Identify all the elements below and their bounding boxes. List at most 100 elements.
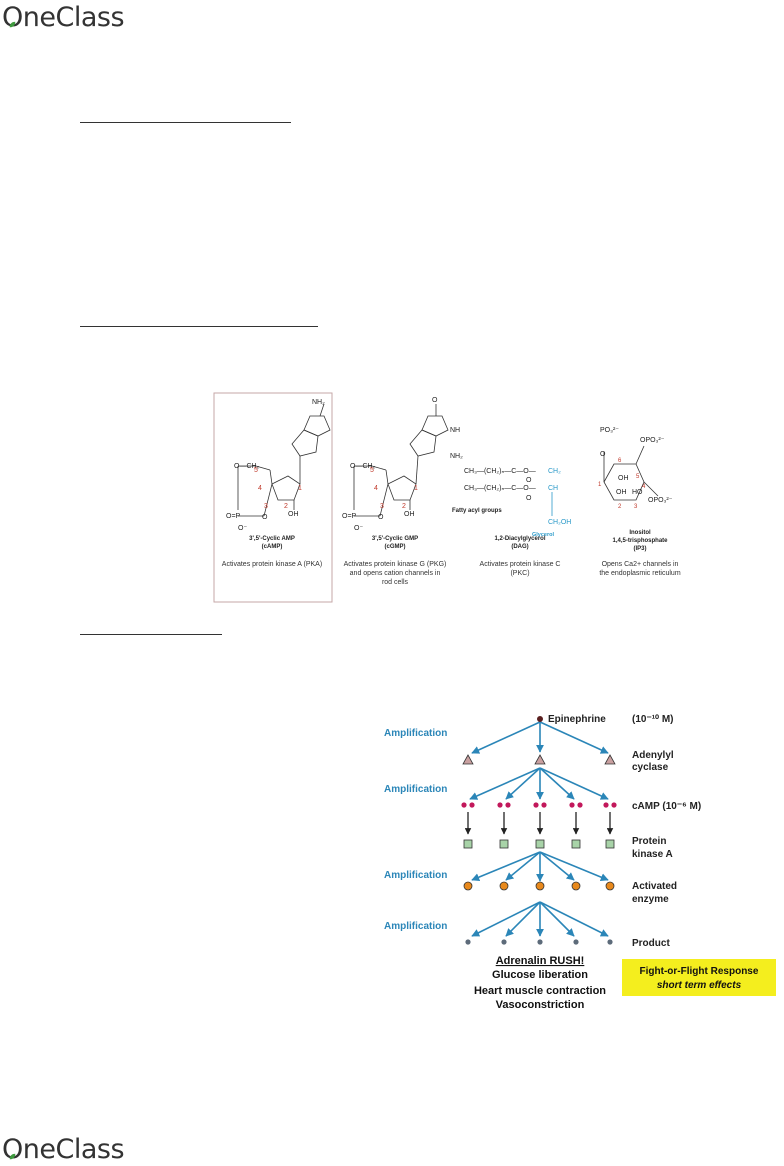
effect-vasoconstriction: Vasoconstriction	[496, 999, 585, 1011]
svg-text:O=P: O=P	[342, 513, 357, 520]
effect-heart-muscle: Heart muscle contraction	[474, 985, 606, 997]
svg-text:OH: OH	[616, 489, 627, 496]
amplification-label-2: Amplification	[384, 784, 447, 795]
svg-text:O: O	[432, 397, 438, 404]
ip3-name: Inositol	[629, 530, 651, 536]
svg-text:O: O	[262, 514, 268, 521]
cgmp-caption-line-1: Activates protein kinase G (PKG)	[344, 561, 447, 568]
activated-enzyme-nodes	[463, 881, 615, 891]
svg-text:4: 4	[258, 485, 262, 492]
cgmp-name: 3',5'-Cyclic GMP	[372, 536, 418, 542]
amplification-label-1: Amplification	[384, 728, 447, 739]
effect-glucose-liberation: Glucose liberation	[492, 969, 588, 981]
structure-captions: Activates protein kinase A (PKA) Activat…	[222, 561, 681, 586]
camp-nodes	[461, 802, 617, 808]
camp-caption-line-1: Activates protein kinase A (PKA)	[222, 561, 322, 568]
ip3-abbr2: (IP3)	[633, 546, 646, 552]
svg-text:OH: OH	[618, 475, 629, 482]
effects-list: Adrenalin RUSH! Glucose liberation Heart…	[474, 955, 606, 1011]
svg-text:1: 1	[414, 485, 418, 492]
svg-text:3: 3	[264, 503, 268, 510]
enzyme-label: enzyme	[632, 894, 669, 905]
svg-text:OH: OH	[404, 511, 415, 518]
cascade-arrows-blue	[469, 721, 609, 937]
svg-text:3: 3	[380, 503, 384, 510]
cgmp-structure	[353, 404, 449, 517]
dag-name: 1,2-Diacylglycerol	[494, 536, 545, 542]
svg-text:O: O	[378, 514, 384, 521]
svg-text:2: 2	[284, 503, 288, 510]
epinephrine-concentration: (10⁻¹⁰ M)	[632, 714, 674, 725]
effect-adrenalin-rush: Adrenalin RUSH!	[496, 955, 585, 967]
adenylyl-label: Adenylyl	[632, 750, 674, 761]
structure-names: 3',5'-Cyclic AMP (cAMP) 3',5'-Cyclic GMP…	[249, 530, 668, 552]
ip3-ring-numbers: 1 6 54 3 2	[598, 458, 646, 510]
svg-text:O—CH₂: O—CH₂	[234, 463, 260, 470]
svg-text:OH: OH	[288, 511, 299, 518]
leaf-icon	[9, 21, 16, 28]
dag-glycerol-label: Glycerol	[532, 532, 554, 538]
svg-text:OPO₃²⁻: OPO₃²⁻	[648, 497, 673, 504]
ip3-structure	[603, 445, 659, 501]
svg-text:O: O	[526, 495, 532, 502]
oneclass-logo-footer: OneClass	[2, 1134, 125, 1165]
cgmp-caption-line-3: rod cells	[382, 579, 409, 586]
cascade-arrows-black	[464, 812, 614, 835]
dag-fatty-label: Fatty acyl groups	[452, 508, 502, 514]
leaf-icon	[9, 1153, 16, 1160]
svg-text:1: 1	[598, 482, 602, 488]
svg-text:O: O	[526, 477, 532, 484]
amplification-labels: Amplification Amplification Amplificatio…	[384, 728, 447, 932]
level-labels: Epinephrine (10⁻¹⁰ M) Adenylyl cyclase c…	[548, 714, 701, 949]
svg-text:NH₂: NH₂	[450, 453, 463, 460]
svg-text:O⁻: O⁻	[354, 525, 363, 532]
heading-underline-2	[80, 326, 318, 327]
kinase-a-label: kinase A	[632, 849, 673, 860]
svg-text:CH₂OH: CH₂OH	[548, 519, 571, 526]
svg-text:CH: CH	[548, 485, 558, 492]
svg-text:2: 2	[618, 504, 622, 510]
svg-text:O⁻: O⁻	[238, 525, 247, 532]
camp-highlight-box	[213, 392, 333, 603]
amplification-label-3: Amplification	[384, 870, 447, 881]
protein-kinase-a-nodes	[463, 839, 615, 849]
ip3-caption-line-2: the endoplasmic reticulum	[599, 570, 680, 577]
dag-abbr: (DAG)	[511, 544, 528, 550]
svg-text:4: 4	[642, 484, 646, 490]
svg-text:NH₂: NH₂	[312, 399, 325, 406]
heading-underline-3	[80, 634, 222, 635]
adenylyl-cyclase-nodes	[462, 754, 616, 765]
response-text: Fight-or-Flight Response short term effe…	[640, 966, 759, 991]
epinephrine-node	[537, 716, 543, 722]
svg-text:CH₂: CH₂	[548, 468, 561, 475]
cgmp-caption-line-2: and opens cation channels in	[350, 570, 441, 577]
svg-text:5: 5	[636, 474, 640, 480]
cgmp-abbr: (cGMP)	[385, 544, 406, 550]
dag-caption-line-1: Activates protein kinase C	[480, 561, 561, 568]
camp-abbr: (cAMP)	[262, 544, 283, 550]
ip3-abbr: 1,4,5-trisphosphate	[612, 538, 668, 544]
activated-label: Activated	[632, 881, 677, 892]
svg-text:O—CH₂: O—CH₂	[350, 463, 376, 470]
svg-text:PO₃²⁻: PO₃²⁻	[600, 427, 619, 434]
camp-structure	[237, 403, 331, 517]
amplification-cascade-figure: Amplification Amplification Amplificatio…	[384, 714, 776, 1011]
svg-text:6: 6	[618, 458, 622, 464]
svg-text:3: 3	[634, 504, 638, 510]
oneclass-logo: OneClass	[2, 2, 125, 33]
dag-glycerol: CH₂ CH CH₂OH Glycerol	[532, 468, 571, 538]
epinephrine-label: Epinephrine	[548, 714, 606, 725]
logo-text: OneClass	[2, 2, 125, 33]
svg-text:1: 1	[298, 485, 302, 492]
svg-text:CH₃—(CH₂)ₙ—C—O—: CH₃—(CH₂)ₙ—C—O—	[464, 485, 536, 492]
svg-text:OPO₃²⁻: OPO₃²⁻	[640, 437, 665, 444]
product-label: Product	[632, 938, 670, 949]
svg-text:5: 5	[370, 467, 374, 474]
product-nodes	[465, 939, 613, 945]
heading-underline-1	[80, 122, 291, 123]
